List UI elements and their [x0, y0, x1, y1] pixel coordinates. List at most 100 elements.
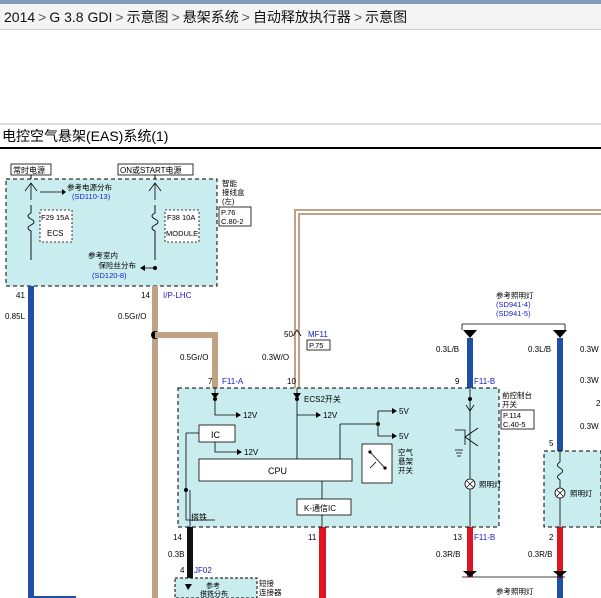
bottom-edge-mark: [34, 596, 76, 598]
breadcrumb-separator: >: [38, 9, 47, 25]
lighting-lamp-label-2: 照明灯: [570, 488, 593, 498]
short-connector-label-2: 连接器: [259, 587, 282, 597]
air-switch-label-1: 空气: [398, 447, 413, 457]
ref-power-dist-code[interactable]: (SD110-13): [72, 192, 111, 201]
mf11-ref-box: [306, 339, 331, 351]
mf11-ref[interactable]: P.75: [309, 341, 323, 350]
fuse-ecs-rating: F29 15A: [41, 213, 69, 222]
breadcrumb-separator: >: [353, 9, 363, 25]
label-12v-a: 12V: [243, 411, 258, 420]
wire-03lb-label-b: 0.3L/B: [528, 345, 551, 354]
ref-ground-2: 搭铁分布: [200, 589, 228, 598]
diagram-title: 电控空气悬架(EAS)系统(1): [2, 128, 169, 144]
wire-red-pin11: [319, 527, 326, 598]
connector-mf11[interactable]: MF11: [308, 330, 328, 339]
pin-5: 5: [549, 439, 554, 448]
lighting-lamp-label-1: 照明灯: [479, 479, 502, 489]
ref-ground-1: 参考: [206, 581, 220, 590]
front-console-ref-1[interactable]: P.114: [503, 411, 521, 420]
wire-085l: [28, 286, 34, 598]
fuse-ecs-symbol: [27, 205, 35, 260]
label-12v-c: 12V: [244, 448, 259, 457]
smart-junction-label-1: 智能: [222, 178, 237, 188]
breadcrumb-suspension[interactable]: 悬架系统: [182, 9, 239, 25]
pin-2-right-mid: 2: [596, 399, 601, 408]
pin-14-bottom: 14: [173, 533, 182, 542]
wire-05gro-label-b: 0.5Gr/O: [180, 353, 208, 362]
breadcrumb-actuator[interactable]: 自动释放执行器: [252, 9, 351, 25]
breadcrumb-separator: >: [171, 9, 180, 25]
wire-03rb-left: [467, 527, 473, 577]
smart-junction-ref-1[interactable]: P.76: [221, 208, 235, 217]
pin-41: 41: [16, 291, 25, 300]
air-switch-label-2: 悬架: [398, 457, 413, 466]
pin-11: 11: [308, 533, 317, 542]
pin-14-top: 14: [141, 291, 150, 300]
breadcrumb-separator: >: [115, 9, 124, 25]
wire-03wo-label: 0.3W/O: [262, 353, 289, 362]
connector-f11a[interactable]: F11-A: [222, 377, 244, 386]
fuse-ecs-box: [39, 209, 73, 243]
pin-4: 4: [180, 566, 185, 575]
connector-f11b-top[interactable]: F11-B: [474, 377, 495, 386]
breadcrumb-current: 示意图: [365, 9, 408, 25]
connector-iplhc[interactable]: I/P-LHC: [163, 291, 192, 300]
always-power-label: 常时电源: [13, 165, 45, 175]
breadcrumb: 2014>G 3.8 GDI>示意图>悬架系统>自动释放执行器>示意图: [0, 4, 601, 30]
on-start-power-label: ON或START电源: [120, 165, 181, 175]
pin-13: 13: [453, 533, 462, 542]
wire-03rb-right: [557, 527, 563, 577]
smart-junction-ref-2[interactable]: C.80-2: [221, 217, 244, 226]
pin-50: 50: [284, 330, 293, 339]
k-line-block: [296, 498, 352, 516]
short-connector-box: [174, 577, 258, 598]
ecs2-switch-label: ECS2开关: [304, 394, 341, 404]
ref-interior-fuse-1: 参考室内: [88, 250, 118, 260]
arrow-down-right: [553, 330, 567, 338]
fuse-ecs-name: ECS: [47, 229, 63, 238]
ref-lighting-top: 参考照明灯: [496, 290, 534, 300]
front-console-label-1: 前控制台: [502, 390, 532, 400]
wire-03w-label-c: 0.3W: [580, 422, 599, 431]
short-connector-label-1: 短接: [259, 578, 274, 588]
label-5v-b: 5V: [399, 432, 409, 441]
wire-03wo-stripe: [296, 211, 601, 388]
smart-junction-box: 常时电源 ON或START电源 参考电源分布 (SD110-13) F29 15…: [5, 163, 252, 287]
smart-junction-label-3: (左): [222, 196, 235, 206]
pin-2-bottom: 2: [549, 533, 554, 542]
front-console-ref-box: [500, 409, 535, 430]
fuse-module-rating: F38 10A: [167, 213, 195, 222]
wire-05gro-branch: [155, 332, 218, 388]
smart-junction-ref-box: [218, 206, 252, 227]
wire-03w-label-b: 0.3W: [580, 376, 599, 385]
breadcrumb-year[interactable]: 2014: [4, 9, 36, 25]
ref-lighting-code-1[interactable]: (SD941-4): [496, 300, 531, 309]
ecs2-switch-module: 7 F11-A 10 ECS2开关 9 F11-B 12V 12V IC 12V…: [177, 377, 502, 528]
ref-interior-fuse-2: 保险丝分布: [99, 260, 137, 270]
wire-03wo: [294, 209, 601, 388]
fuse-module-name: MODULE: [166, 229, 198, 238]
wire-03rb-label-a: 0.3R/B: [436, 550, 460, 559]
breadcrumb-schematic[interactable]: 示意图: [126, 9, 169, 25]
label-5v-a: 5V: [399, 407, 409, 416]
wire-03b-label: 0.3B: [168, 550, 184, 559]
right-switch-module: [543, 450, 601, 528]
ref-lighting-bottom: 参考照明灯: [496, 586, 534, 596]
cpu-block: [198, 458, 353, 482]
front-console-ref-2[interactable]: C.40-5: [503, 420, 526, 429]
breadcrumb-engine[interactable]: G 3.8 GDI: [49, 9, 113, 25]
front-console-label-2: 开关: [502, 399, 517, 409]
pin-7: 7: [208, 377, 213, 386]
air-switch-label-3: 开关: [398, 465, 413, 475]
wire-05gro-main: [152, 286, 158, 598]
wire-085l-label: 0.85L: [5, 312, 26, 321]
label-12v-b: 12V: [323, 411, 338, 420]
pin-10: 10: [287, 377, 296, 386]
ref-interior-fuse-code[interactable]: (SD120-8): [92, 271, 127, 280]
connector-jf02[interactable]: JF02: [194, 566, 212, 575]
ref-lighting-code-2[interactable]: (SD941-5): [496, 309, 531, 318]
wire-03b: [187, 527, 193, 598]
connector-f11b-bottom[interactable]: F11-B: [474, 533, 495, 542]
arrow-down-left: [463, 330, 477, 338]
